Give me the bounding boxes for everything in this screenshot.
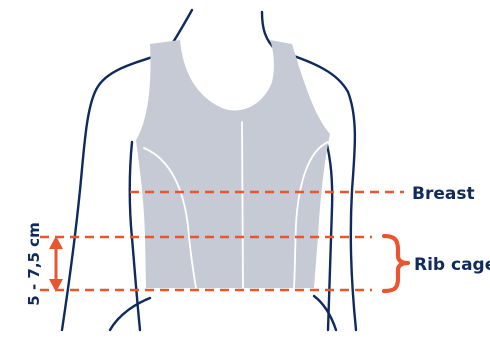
rib-cage-label: Rib cage (414, 255, 490, 275)
breast-label: Breast (412, 184, 475, 204)
distance-arrow (49, 236, 63, 292)
center-seam (242, 122, 243, 288)
waist-curve-left (110, 298, 150, 330)
waist-curve-right (314, 296, 336, 330)
sports-bra (136, 40, 330, 288)
distance-label: 5 - 7,5 cm (25, 222, 43, 305)
rib-cage-brace (384, 236, 408, 291)
